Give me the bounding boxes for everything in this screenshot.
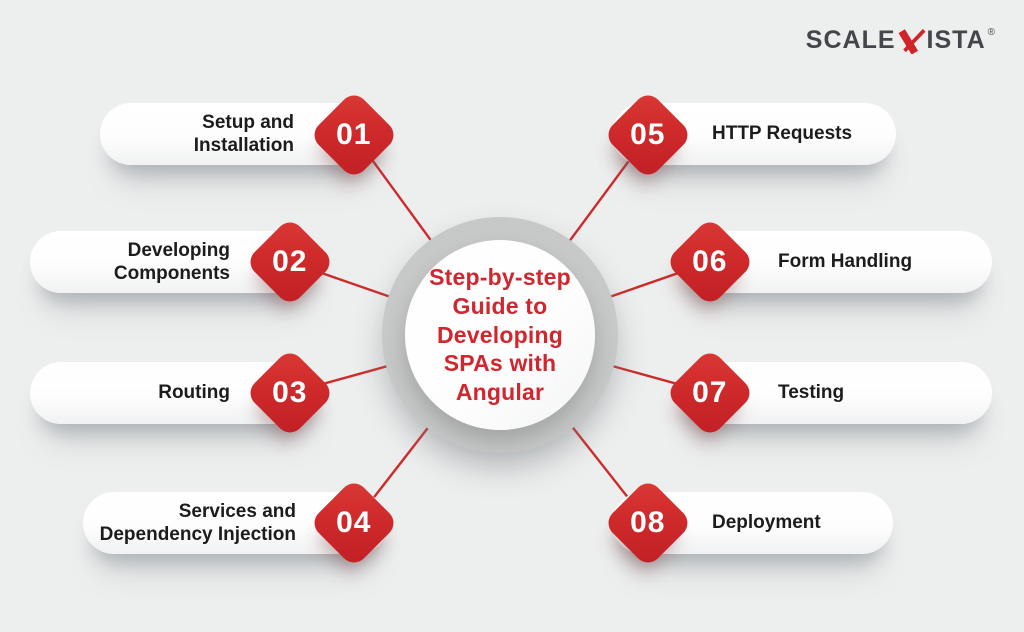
step-label-02: Developing Components: [113, 239, 230, 284]
step-label-03: Routing: [158, 382, 230, 404]
step-number-06: 06: [692, 245, 728, 278]
step-label-06: Form Handling: [778, 251, 913, 273]
step-number-03: 03: [272, 376, 308, 409]
step-number-04: 04: [336, 506, 372, 539]
step-label-04: Services and Dependency Injection: [99, 500, 296, 545]
registered-mark: ®: [987, 27, 996, 38]
step-label-07: Testing: [778, 382, 845, 404]
logo-v-icon: [898, 29, 926, 54]
step-number-05: 05: [630, 118, 666, 151]
step-label-01: Setup and Installation: [193, 111, 294, 156]
step-label-08: Deployment: [712, 512, 821, 534]
brand-logo: SCALE ISTA ®: [806, 26, 996, 55]
step-number-01: 01: [336, 118, 372, 151]
logo-text-scale: SCALE: [805, 26, 896, 54]
center-ring: Step-by-step Guide to Developing SPAs wi…: [382, 217, 618, 453]
logo-text-ista: ISTA: [926, 26, 986, 54]
step-number-08: 08: [630, 506, 666, 539]
step-label-05: HTTP Requests: [712, 123, 853, 145]
center-title: Step-by-step Guide to Developing SPAs wi…: [429, 263, 571, 406]
step-number-02: 02: [272, 245, 308, 278]
center-circle: Step-by-step Guide to Developing SPAs wi…: [405, 240, 595, 430]
step-number-07: 07: [692, 376, 728, 409]
